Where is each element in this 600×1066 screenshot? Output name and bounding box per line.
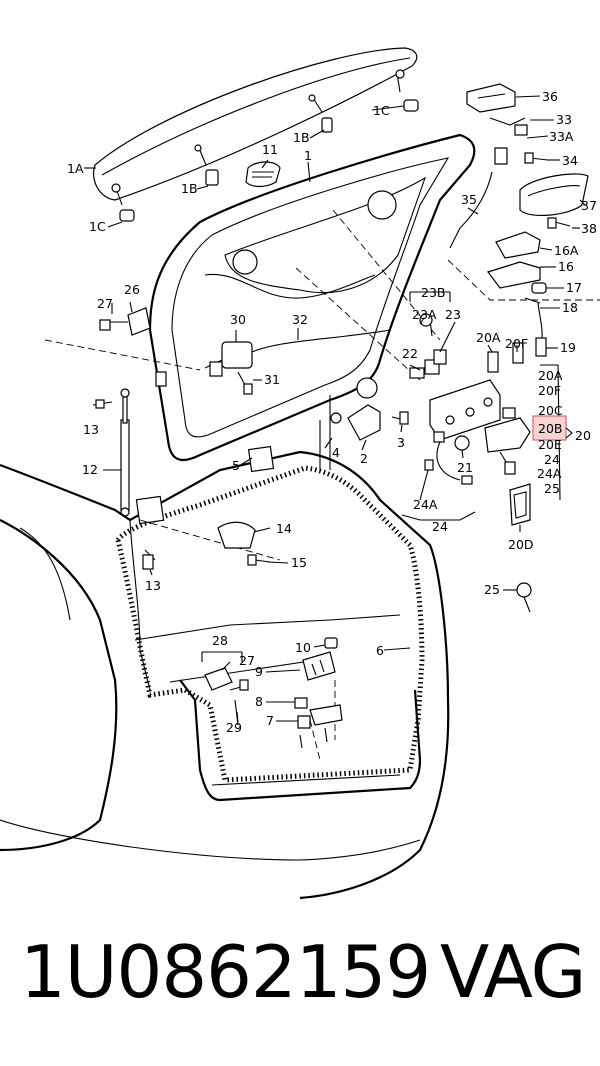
- label-19: 19: [560, 340, 576, 355]
- leader-lines: [84, 95, 586, 723]
- spoiler-fasteners: [111, 69, 419, 222]
- parts-22-23: [419, 313, 447, 365]
- label-13: 13: [145, 578, 161, 593]
- parts-2-3: [330, 404, 409, 441]
- rear-spoiler: [93, 47, 418, 201]
- label-35: 35: [461, 192, 477, 207]
- parts-16-17: [487, 231, 547, 357]
- clamp-part-25: [516, 582, 532, 613]
- lock-assembly-part-20: [409, 342, 531, 475]
- label-25: 25: [484, 582, 500, 597]
- label-1C: 1C: [373, 103, 390, 118]
- label-36: 36: [542, 89, 558, 104]
- label-7: 7: [266, 713, 274, 728]
- label-25: 25: [544, 481, 560, 496]
- lock-actuator-part-30: [204, 329, 391, 395]
- label-23: 23: [445, 307, 461, 322]
- brand-text: VAG: [440, 930, 586, 1014]
- label-20D: 20D: [508, 537, 534, 552]
- caption-bar: 1U0862159 VAG: [0, 930, 600, 1050]
- vehicle-body: [0, 395, 450, 900]
- label-17: 17: [566, 280, 582, 295]
- pad-part-20D: [509, 483, 531, 526]
- label-37: 37: [581, 198, 597, 213]
- label-6: 6: [376, 643, 384, 658]
- label-15: 15: [291, 555, 307, 570]
- label-3: 3: [397, 435, 405, 450]
- pad-part-11: [245, 161, 281, 188]
- label-23A: 23A: [412, 307, 437, 322]
- label-24A: 24A: [537, 466, 562, 481]
- label-34: 34: [562, 153, 578, 168]
- label-4: 4: [332, 445, 340, 460]
- label-20F: 20F: [538, 383, 561, 398]
- label-28: 28: [212, 633, 228, 648]
- label-11: 11: [262, 142, 278, 157]
- label-14: 14: [276, 521, 292, 536]
- label-18: 18: [562, 300, 578, 315]
- label-20A: 20A: [476, 330, 501, 345]
- label-20A: 20A: [538, 368, 563, 383]
- label-22: 22: [402, 346, 418, 361]
- label-20: 20: [575, 428, 591, 443]
- part-number-text: 1U0862159: [20, 930, 431, 1014]
- label-8: 8: [255, 694, 263, 709]
- label-1B: 1B: [293, 130, 310, 145]
- parts-21-24: [424, 431, 473, 485]
- label-26: 26: [124, 282, 140, 297]
- label-13: 13: [83, 422, 99, 437]
- rod-part-35: [449, 171, 493, 249]
- gas-strut-part-12: [92, 388, 130, 517]
- label-12: 12: [82, 462, 98, 477]
- label-31: 31: [264, 372, 280, 387]
- label-2: 2: [360, 451, 368, 466]
- label-16A: 16A: [554, 243, 579, 258]
- callout-labels: 1A 1C 1B 1B 1C 11 1 36 33 33A 34 37 38 3…: [67, 89, 597, 735]
- label-23B: 23B: [421, 285, 445, 300]
- label-24: 24: [544, 452, 560, 467]
- label-16: 16: [558, 259, 574, 274]
- label-1: 1: [304, 148, 312, 163]
- label-1C: 1C: [89, 219, 106, 234]
- label-10: 10: [295, 640, 311, 655]
- label-20C: 20C: [538, 403, 563, 418]
- highlight-callout-20B: [532, 415, 573, 441]
- label-20B: 20B: [538, 421, 562, 436]
- label-1A: 1A: [67, 161, 84, 176]
- trim-part-37: [519, 173, 589, 229]
- hinge-part-26: [99, 307, 151, 336]
- label-27: 27: [97, 296, 113, 311]
- bolt-part-34: [524, 152, 549, 164]
- label-33: 33: [556, 112, 572, 127]
- lower-fasteners: [142, 521, 343, 749]
- label-33A: 33A: [549, 129, 574, 144]
- label-24A: 24A: [413, 497, 438, 512]
- label-20E: 20E: [538, 437, 562, 452]
- label-1B: 1B: [181, 181, 198, 196]
- label-30: 30: [230, 312, 246, 327]
- label-9: 9: [255, 664, 263, 679]
- label-20F: 20F: [505, 336, 528, 351]
- dashed-leaders: [44, 209, 600, 761]
- label-21: 21: [457, 460, 473, 475]
- label-24: 24: [432, 519, 448, 534]
- label-5: 5: [232, 458, 240, 473]
- label-29: 29: [226, 720, 242, 735]
- label-38: 38: [581, 221, 597, 236]
- exploded-parts-diagram: 1A 1C 1B 1B 1C 11 1 36 33 33A 34 37 38 3…: [0, 47, 600, 900]
- label-32: 32: [292, 312, 308, 327]
- handle-part-36: [466, 83, 528, 165]
- label-27: 27: [239, 653, 255, 668]
